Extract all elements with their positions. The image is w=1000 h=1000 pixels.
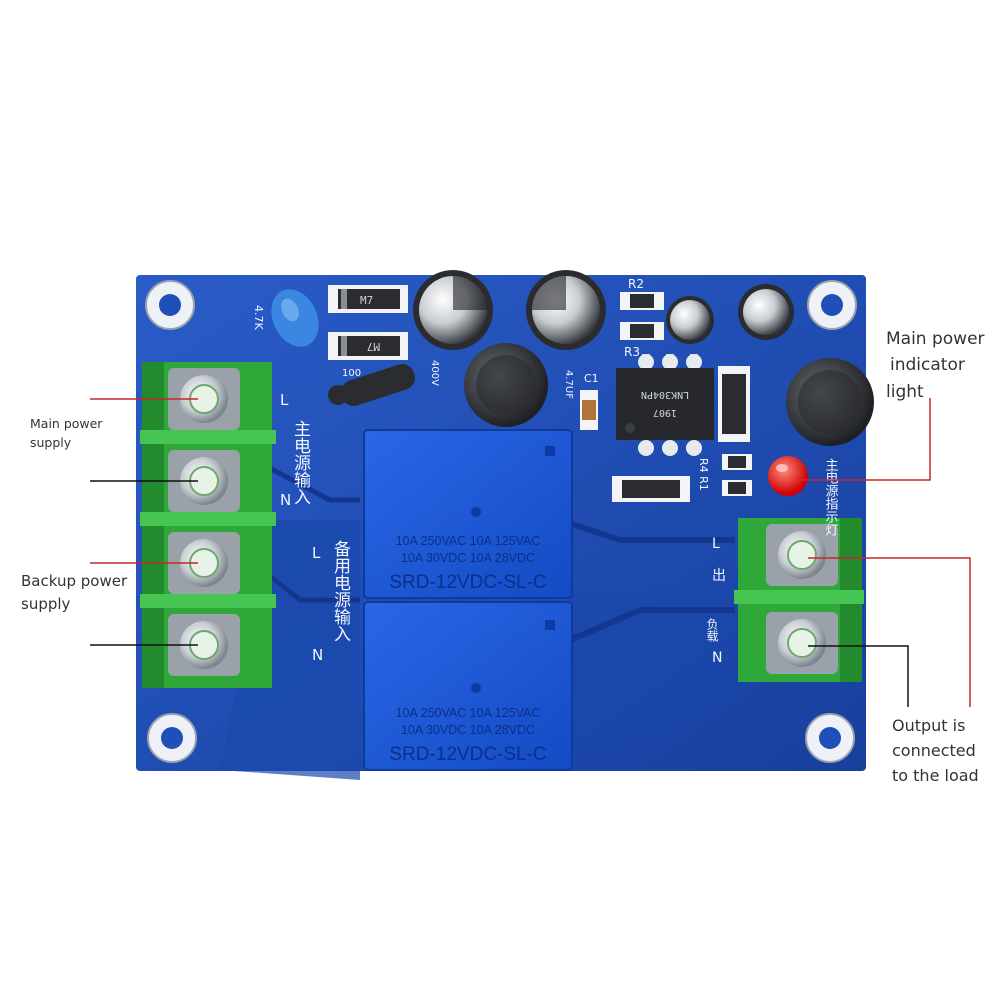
cap-value-label: 4.7UF	[563, 370, 574, 399]
label-line: Main power	[30, 416, 103, 431]
diode-code: M7	[360, 294, 373, 307]
r3-label: R3	[624, 345, 640, 359]
label-line: Main power	[886, 329, 985, 349]
label-line: to the load	[892, 765, 979, 785]
label-line: light	[886, 381, 924, 402]
diode-code: M7	[367, 340, 380, 353]
black-transistor	[328, 364, 416, 406]
label-line: supply	[21, 595, 71, 614]
label-backup-power-supply: Backup power supply	[21, 570, 127, 617]
mounting-hole	[805, 713, 855, 763]
relay-rating-line1: 10A 250VAC 10A 125VAC	[396, 534, 541, 548]
electrolytic-capacitor-small	[666, 296, 714, 344]
electrolytic-capacitor	[526, 270, 606, 350]
label-line: connected	[892, 740, 976, 760]
smd-resistor	[722, 454, 752, 470]
terminal-screw	[168, 368, 240, 430]
silk-l: L	[312, 544, 321, 562]
chip-marking: 1907	[653, 407, 677, 418]
silk-n: N	[280, 491, 291, 509]
silk-output-cn: 出	[712, 568, 726, 584]
smd-resistor	[722, 480, 752, 496]
silkscreen-output: L 出 负载 N	[705, 536, 726, 666]
label-line: Backup power	[21, 572, 128, 590]
label-line: indicator	[890, 355, 965, 376]
electrolytic-capacitor-small	[738, 284, 794, 340]
callout-line-output-n	[808, 645, 909, 707]
inductor	[786, 358, 874, 446]
label-line: supply	[30, 435, 72, 451]
indicator-led	[768, 456, 808, 496]
terminal-screw	[168, 532, 240, 594]
copper-pour	[220, 520, 360, 780]
pcb-trace	[559, 517, 735, 543]
terminal-screw	[766, 612, 838, 674]
resistor-value-label: 4.7K	[252, 305, 265, 330]
cap-voltage-label: 400V	[429, 360, 440, 386]
smd-component	[612, 476, 690, 502]
mounting-hole	[807, 280, 857, 330]
relay-model: SRD-12VDC-SL-C	[389, 744, 546, 765]
callout-line-output-l	[808, 557, 971, 707]
relay-rating-line2: 10A 30VDC 10A 28VDC	[401, 551, 535, 565]
terminal-screw	[168, 614, 240, 676]
silk-l: L	[712, 536, 720, 552]
label-main-power-supply: Main power supply	[30, 414, 102, 453]
silk-indicator-cn: 主电源指示灯	[823, 458, 839, 537]
terminal-screw	[766, 524, 838, 586]
mounting-hole	[147, 713, 197, 763]
output-terminal-block	[734, 518, 864, 682]
silk-main-input-cn: 主电源输入	[290, 420, 311, 505]
relay-model: SRD-12VDC-SL-C	[389, 572, 546, 593]
relay-rating-line1: 10A 250VAC 10A 125VAC	[396, 706, 541, 720]
relay-top: 10A 250VAC 10A 125VAC 10A 30VDC 10A 28VD…	[363, 429, 573, 599]
smd-capacitor-c1	[580, 390, 598, 430]
ceramic-capacitor	[271, 289, 319, 347]
silk-n: N	[312, 646, 323, 664]
relay-rating-line2: 10A 30VDC 10A 28VDC	[401, 723, 535, 737]
ic-chip: LNK304PN 1907	[616, 354, 714, 456]
smd-diode: M7	[328, 285, 408, 313]
callout-line-indicator	[800, 398, 931, 481]
chip-marking: LNK304PN	[641, 389, 689, 400]
mounting-hole	[145, 280, 195, 330]
smd-diode: M7	[328, 332, 408, 360]
silk-backup-input-cn: 备用电源输入	[330, 540, 351, 642]
silkscreen-main-input: L 主电源输入 N	[280, 391, 311, 509]
relay-bottom: 10A 250VAC 10A 125VAC 10A 30VDC 10A 28VD…	[363, 601, 573, 771]
copper-pour	[570, 590, 735, 760]
input-terminal-block	[140, 362, 276, 688]
silk-n: N	[712, 650, 722, 666]
inductor	[464, 343, 548, 427]
label-main-power-indicator: Main power indicator light	[886, 326, 985, 405]
res-code-label: 100	[342, 368, 361, 379]
pcb-trace	[568, 607, 735, 643]
silk-load-cn: 负载	[705, 618, 719, 643]
r4r1-label: R4 R1	[697, 458, 710, 491]
label-output-to-load: Output is connected to the load	[892, 714, 979, 788]
smd-diode	[718, 366, 750, 442]
pcb-trace	[243, 452, 360, 503]
c1-label: C1	[584, 372, 599, 385]
silkscreen-backup-input: L 备用电源输入 N	[312, 540, 351, 664]
terminal-screw	[168, 450, 240, 512]
electrolytic-capacitor	[413, 270, 493, 350]
label-line: Output is	[892, 716, 966, 735]
r2-label: R2	[628, 277, 644, 291]
smd-resistor	[620, 322, 664, 340]
smd-resistor-r2	[620, 292, 664, 310]
silk-l: L	[280, 391, 289, 409]
